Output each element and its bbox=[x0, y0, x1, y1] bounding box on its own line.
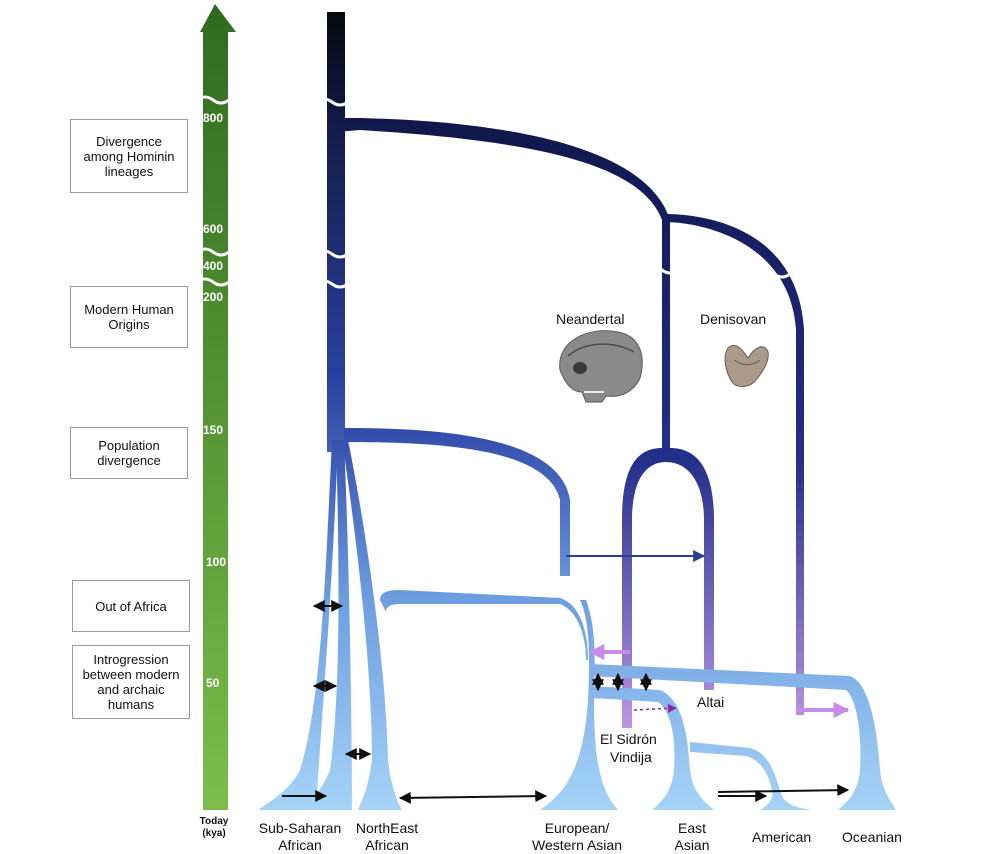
tick-800: 800 bbox=[203, 111, 224, 125]
phase-label: Modern Human Origins bbox=[84, 302, 174, 332]
european-western-asian-label: European/ Western Asian bbox=[522, 820, 632, 854]
vindija-label: Vindija bbox=[610, 749, 652, 765]
label-line: East bbox=[677, 820, 706, 836]
label-line: Sub-Saharan bbox=[258, 820, 342, 836]
early-dispersal-branch bbox=[344, 428, 570, 576]
altai-label: Altai bbox=[697, 694, 725, 710]
northeast-african-label: NorthEast African bbox=[350, 820, 424, 854]
gene-flow-arrows bbox=[282, 600, 850, 804]
sub-saharan-african-label: Sub-Saharan African bbox=[253, 820, 347, 854]
american-label: American bbox=[752, 829, 812, 845]
el-sidron-label: El Sidrón bbox=[600, 731, 657, 747]
east-asian-label: East Asian bbox=[664, 820, 720, 854]
phase-box-modern-human-origins: Modern Human Origins bbox=[70, 286, 188, 348]
east-asian-branch bbox=[592, 686, 714, 810]
axis-today-text: Today bbox=[199, 816, 229, 827]
tick-150: 150 bbox=[203, 423, 224, 437]
american-branch bbox=[690, 742, 812, 810]
axis-unit-text: (kya) bbox=[202, 828, 226, 839]
archaic-branch bbox=[336, 118, 670, 450]
phase-label: Population divergence bbox=[97, 438, 161, 468]
denisovan-label: Denisovan bbox=[700, 311, 767, 327]
neandertal-label: Neandertal bbox=[556, 311, 625, 327]
out-of-africa-branch bbox=[380, 590, 588, 660]
label-line: African bbox=[365, 837, 409, 853]
time-axis-arrow bbox=[196, 4, 236, 810]
phase-box-out-of-africa: Out of Africa bbox=[72, 580, 190, 632]
tick-200: 200 bbox=[203, 290, 224, 304]
phase-box-population-divergence: Population divergence bbox=[70, 427, 188, 479]
oceanian-branch bbox=[590, 664, 896, 810]
label-line: Western Asian bbox=[531, 837, 622, 853]
tick-100: 100 bbox=[206, 555, 227, 569]
phase-box-divergence-hominin: Divergence among Hominin lineages bbox=[70, 119, 188, 193]
label-line: NorthEast bbox=[355, 820, 419, 836]
tick-400: 400 bbox=[203, 259, 224, 273]
neandertal-fork bbox=[622, 448, 714, 728]
phase-box-introgression: Introgression between modern and archaic… bbox=[72, 645, 190, 719]
label-line: European/ bbox=[544, 820, 610, 836]
label-line: Asian bbox=[674, 837, 710, 853]
eurasian-stem bbox=[540, 600, 618, 810]
modern-human-lineage bbox=[258, 12, 402, 810]
altai-gene-flow-arrow bbox=[633, 703, 677, 713]
axis-today-label: Today (kya) bbox=[194, 816, 234, 840]
tick-600: 600 bbox=[203, 222, 224, 236]
denisovan-tooth-image bbox=[724, 344, 769, 387]
oceanian-label: Oceanian bbox=[842, 829, 902, 845]
phase-label: Introgression between modern and archaic… bbox=[82, 652, 180, 712]
phase-label: Out of Africa bbox=[95, 598, 167, 614]
phase-label: Divergence among Hominin lineages bbox=[83, 133, 175, 179]
neandertal-skull-image bbox=[559, 330, 643, 403]
label-line: African bbox=[278, 837, 322, 853]
tick-50: 50 bbox=[206, 676, 220, 690]
